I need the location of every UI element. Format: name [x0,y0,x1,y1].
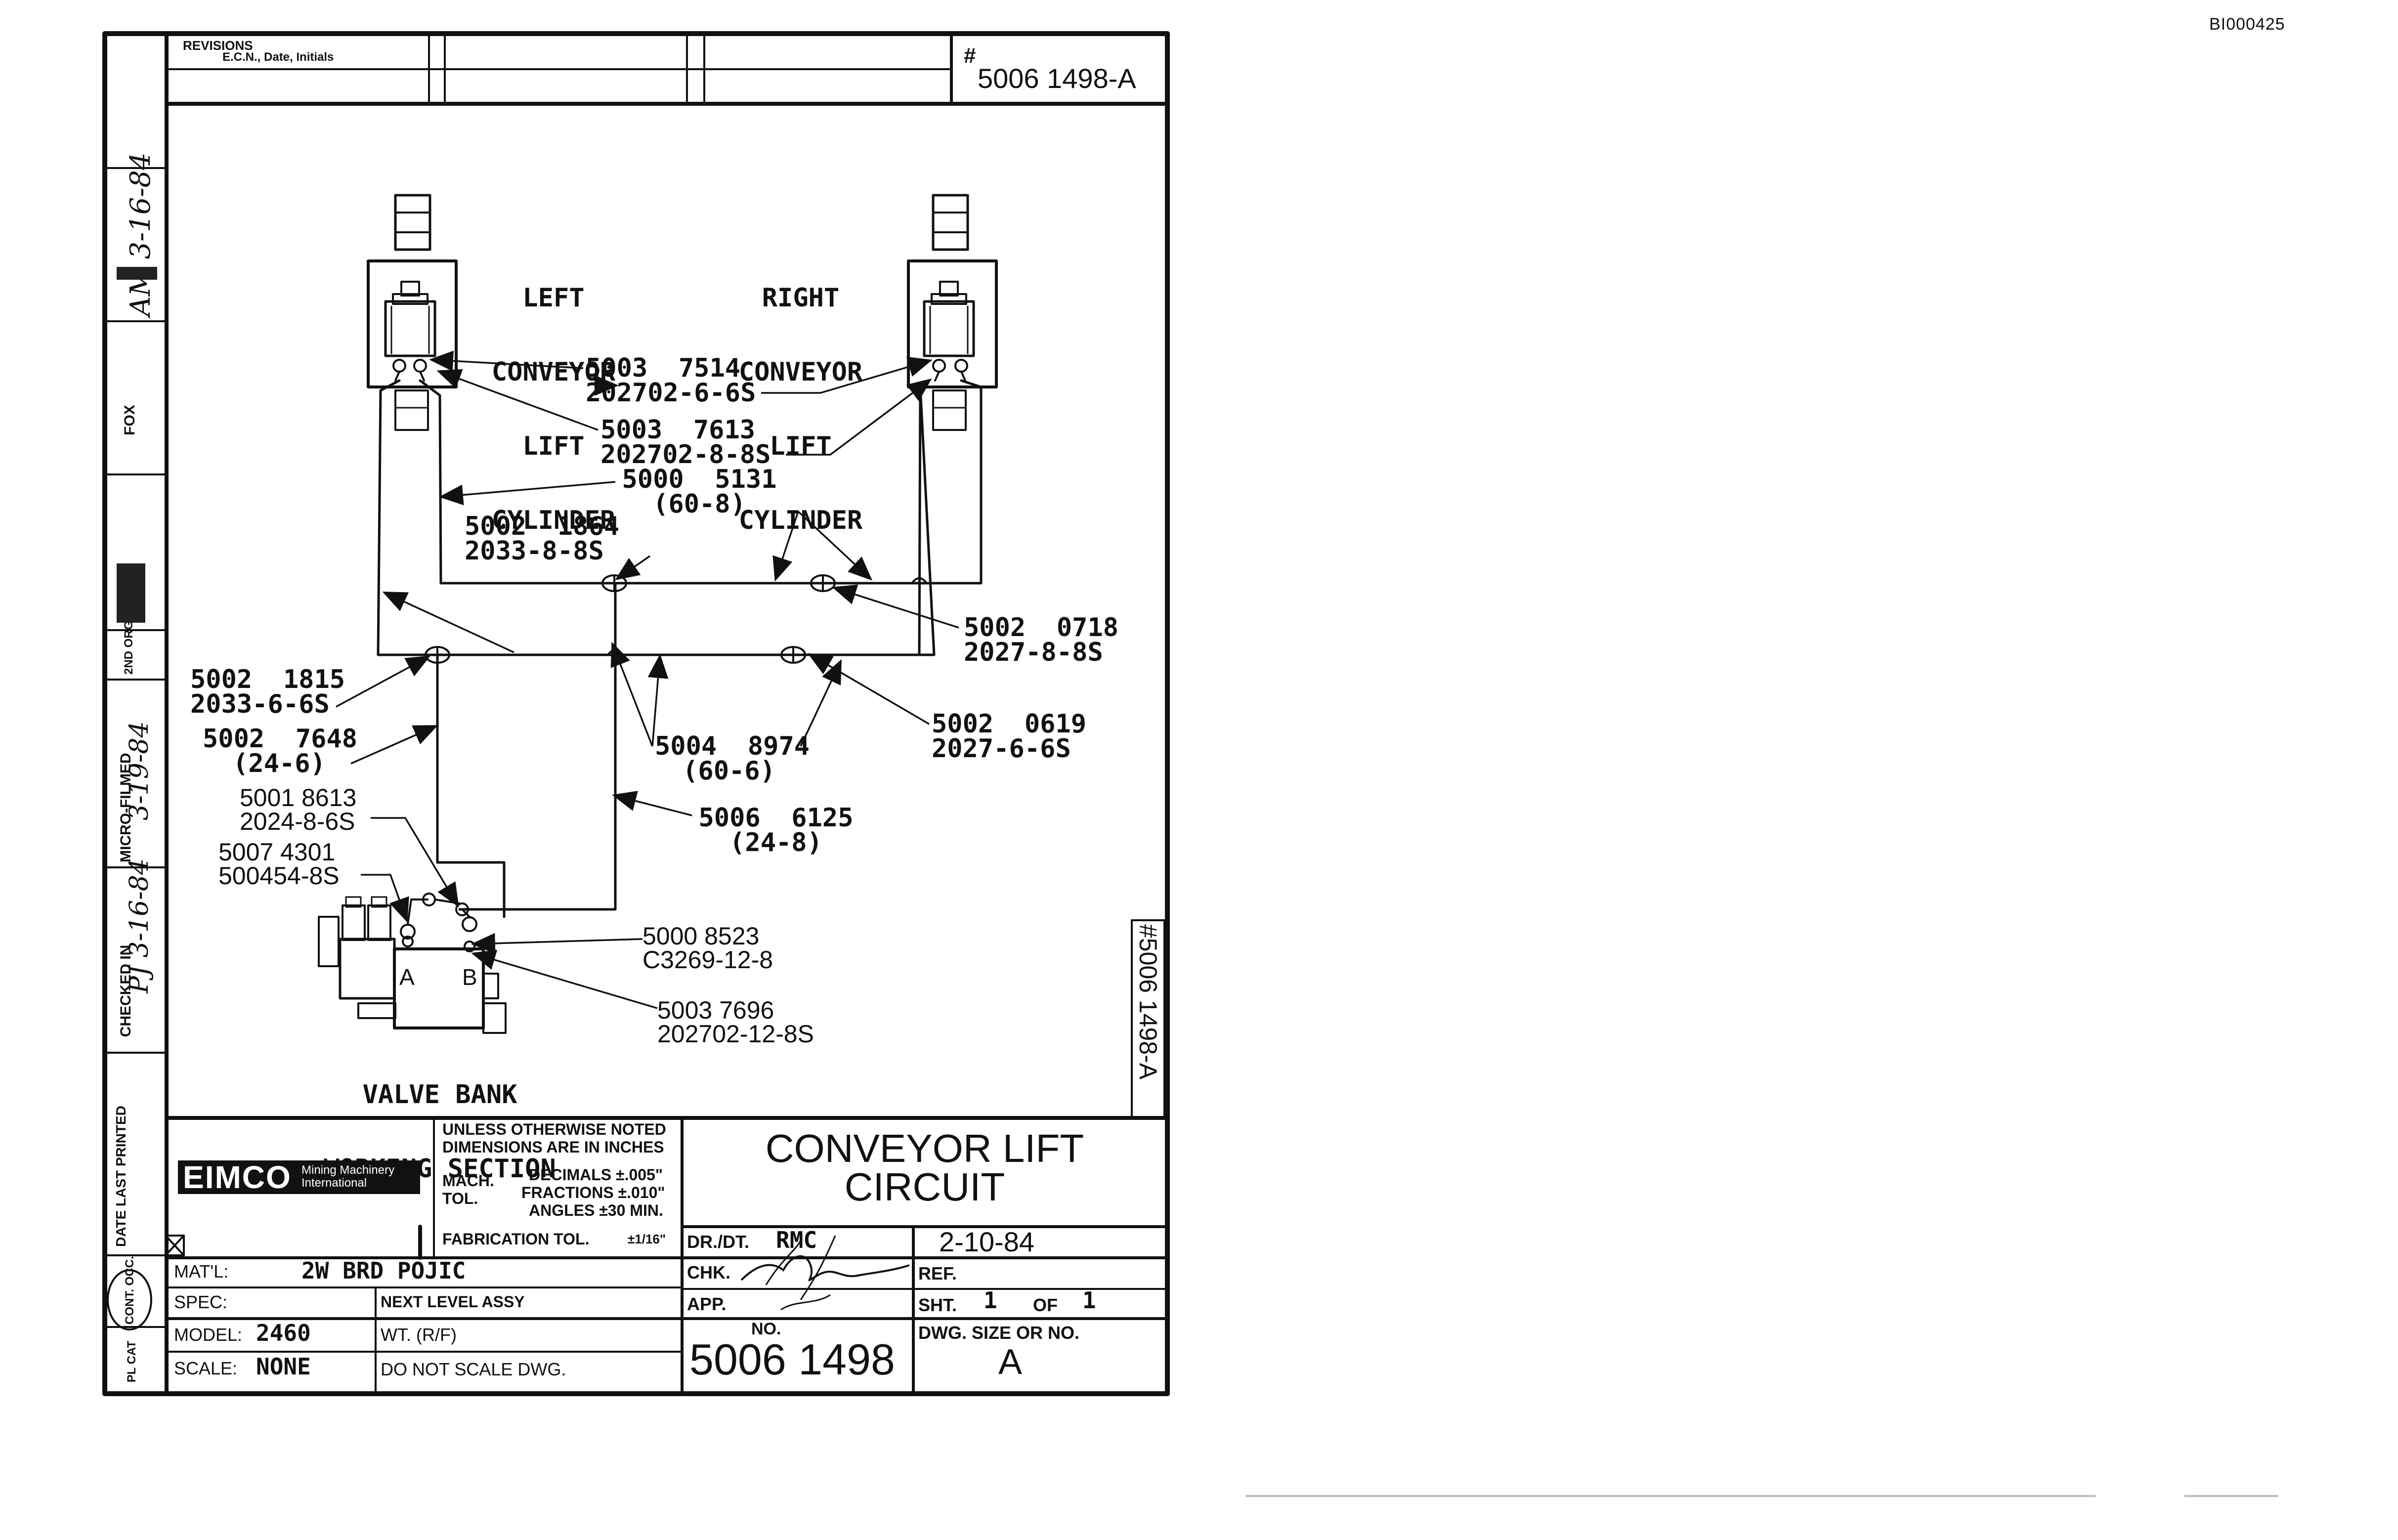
wt-label: WT. (R/F) [381,1325,457,1345]
handwritten-date-3: PJ 3-16-84 [125,858,154,993]
callout-5006-6125: 5006 6125(24-8) [698,803,854,857]
side-stamp-text: #5006 1498-A [1134,924,1162,1080]
app-label: APP. [687,1294,727,1314]
scan-edge-line-2 [2184,1495,2278,1497]
strip-ink-mark-2 [117,267,157,280]
outer-border [102,31,1170,1396]
spec-label: SPEC: [174,1292,228,1312]
dr-dt-value: RMC [776,1227,817,1253]
tol-label: TOL. [442,1190,478,1207]
do-not-scale-note: DO NOT SCALE DWG. [381,1359,566,1379]
chk-signature [740,1235,910,1311]
handwritten-date-2: 3-19-84 [125,721,154,820]
strip-label-date-last-printed: DATE LAST PRINTED [113,1106,128,1247]
right-cylinder-label: RIGHT CONVEYOR LIFT CYLINDER [738,283,863,535]
port-a-label: A [399,964,415,990]
handwritten-date-1: AM 3-16-84 [125,152,157,316]
sht-value: 1 [984,1287,997,1314]
scale-value: NONE [256,1353,311,1380]
drawing-title: CONVEYOR LIFT CIRCUIT [765,1126,1084,1209]
tol-note-line2: DIMENSIONS ARE IN INCHES [442,1138,664,1156]
of-value: 1 [1082,1287,1096,1314]
port-b-label: B [462,964,477,990]
drawing-date: 2-10-84 [939,1226,1035,1257]
sht-label: SHT. [918,1295,957,1315]
corner-document-id: BI000425 [2209,15,2285,34]
fabrication-tol-value: ±1/16" [628,1232,666,1246]
eimco-logo: EIMCO Mining Machinery International [178,1160,420,1194]
tol-note-line1: UNLESS OTHERWISE NOTED [442,1120,666,1138]
tol-fractions: FRACTIONS ±.010" [521,1184,665,1201]
ref-label: REF. [918,1263,957,1283]
revisions-subtitle: E.C.N., Date, Initials [222,50,334,64]
of-label: OF [1033,1295,1058,1315]
strip-label-pl-cat: PL CAT [125,1340,138,1383]
tol-decimals: DECIMALS ±.005" [529,1166,663,1184]
strip-label-cont-occ: CONT. OCC. [123,1256,136,1325]
matl-label: MAT'L: [174,1261,229,1282]
callout-5002-7648: 5002 7648(24-6) [203,724,358,778]
callout-5000-5131: 5000 5131(60-8) [622,465,777,519]
callout-5004-8974: 5004 8974(60-6) [655,731,810,786]
mach-label: MACH. [442,1172,494,1190]
left-cylinder-label: LEFT CONVEYOR LIFT CYLINDER [491,283,616,535]
dwg-size-value: A [998,1342,1023,1382]
model-value: 2460 [256,1320,311,1346]
dr-dt-label: DR./DT. [687,1232,749,1252]
revisions-title: REVISIONS [183,38,253,53]
drawing-ref-number: 5006 1498-A [978,63,1136,94]
chk-label: CHK. [687,1262,730,1283]
fabrication-tol: FABRICATION TOL. [442,1230,590,1248]
next-level-assy-label: NEXT LEVEL ASSY [381,1293,525,1311]
tol-angles: ANGLES ±30 MIN. [529,1201,663,1219]
side-stamp: #5006 1498-A [1134,924,1164,1117]
strip-ink-mark [117,563,145,623]
scale-label: SCALE: [174,1358,238,1378]
strip-label-2nd-org: 2ND ORG. [122,617,135,675]
dwg-size-label: DWG. SIZE OR NO. [918,1323,1080,1343]
strip-label-fox: FOX [122,405,138,435]
matl-value: 2W BRD POJIC [301,1257,466,1284]
drawing-number: 5006 1498 [689,1335,895,1384]
model-label: MODEL: [174,1325,243,1345]
no-label: NO. [751,1320,781,1338]
scan-edge-line [1245,1495,2096,1497]
drawing-ref-hash: # [964,43,976,68]
